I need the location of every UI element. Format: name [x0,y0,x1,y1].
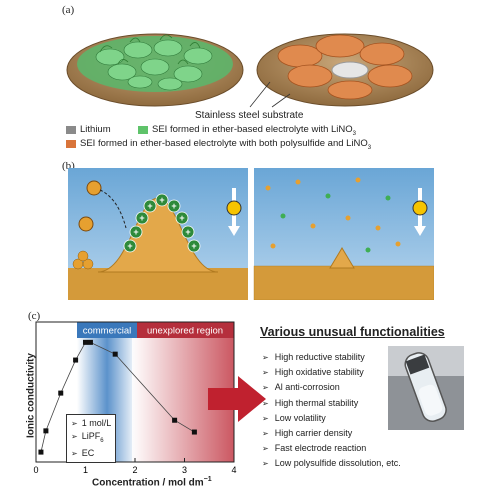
data-point [87,339,93,345]
svg-text:+: + [171,201,176,211]
data-point [112,351,118,357]
functionalities-title: Various unusual functionalities [260,325,445,339]
svg-text:+: + [179,213,184,223]
exposed-lithium [331,61,369,79]
data-point [58,390,64,396]
positive-ion-ring [123,193,201,253]
legend-lithium: Lithium [66,124,111,135]
x-axis-label: Concentration / mol dm−1 [92,476,212,489]
x-tick-label: 1 [83,465,88,475]
svg-text:+: + [191,241,196,251]
y-axis-label: Ionic conductivity [25,353,37,439]
dispersed-ions [265,177,401,253]
legend-green-sei: SEI formed in ether-based electrolyte wi… [138,124,356,137]
x-tick-label: 0 [33,465,38,475]
data-point [172,417,178,423]
cation-b [78,216,94,232]
red-arrow [208,376,266,422]
svg-text:+: + [139,213,144,223]
data-point [38,449,44,455]
x-tick-label: 2 [132,465,137,475]
functionalities-list: High reductive stability High oxidative … [262,350,401,472]
data-point [73,357,79,363]
lithium-swatch [66,125,76,134]
data-point [191,429,197,435]
list-item: Fast electrode reaction [262,441,401,456]
data-point [43,428,49,434]
panel-c-label: (c) [28,310,41,322]
list-item: Low volatility [262,411,401,426]
commercial-header [77,322,137,338]
substrate-label: Stainless steel substrate [195,110,304,121]
svg-text:+: + [147,201,152,211]
unexplored-header [137,322,234,338]
unexplored-label: unexplored region [147,326,223,337]
orange-sei-grains [277,34,413,100]
cation-a [86,180,102,196]
green-sei-particles [95,39,213,91]
svg-text:+: + [185,227,190,237]
svg-text:+: + [127,241,132,251]
list-item: High thermal stability [262,396,401,411]
panel-a-illustration [66,33,434,108]
list-item: High oxidative stability [262,365,401,380]
chart-legend: 1 mol/L LiPF6 EC [66,414,117,463]
x-tick-label: 3 [182,465,187,475]
list-item: High reductive stability [262,350,401,365]
svg-text:+: + [159,195,164,205]
list-item: Low polysulfide dissolution, etc. [262,456,401,471]
uniform-deposit [253,265,434,300]
x-tick-label: 4 [231,465,236,475]
legend-orange-sei: SEI formed in ether-based electrolyte wi… [66,138,371,151]
vial-photo [388,346,464,430]
green-sei-swatch [138,126,148,135]
svg-text:+: + [133,227,138,237]
panel-b-illustration: +++ +++ +++ [68,168,434,300]
data-point [83,339,88,345]
list-item: Al anti-corrosion [262,380,401,395]
orange-sei-swatch [66,140,76,149]
list-item: High carrier density [262,426,401,441]
panel-a-label: (a) [62,4,75,16]
data-points [38,339,197,455]
commercial-label: commercial [83,326,132,337]
